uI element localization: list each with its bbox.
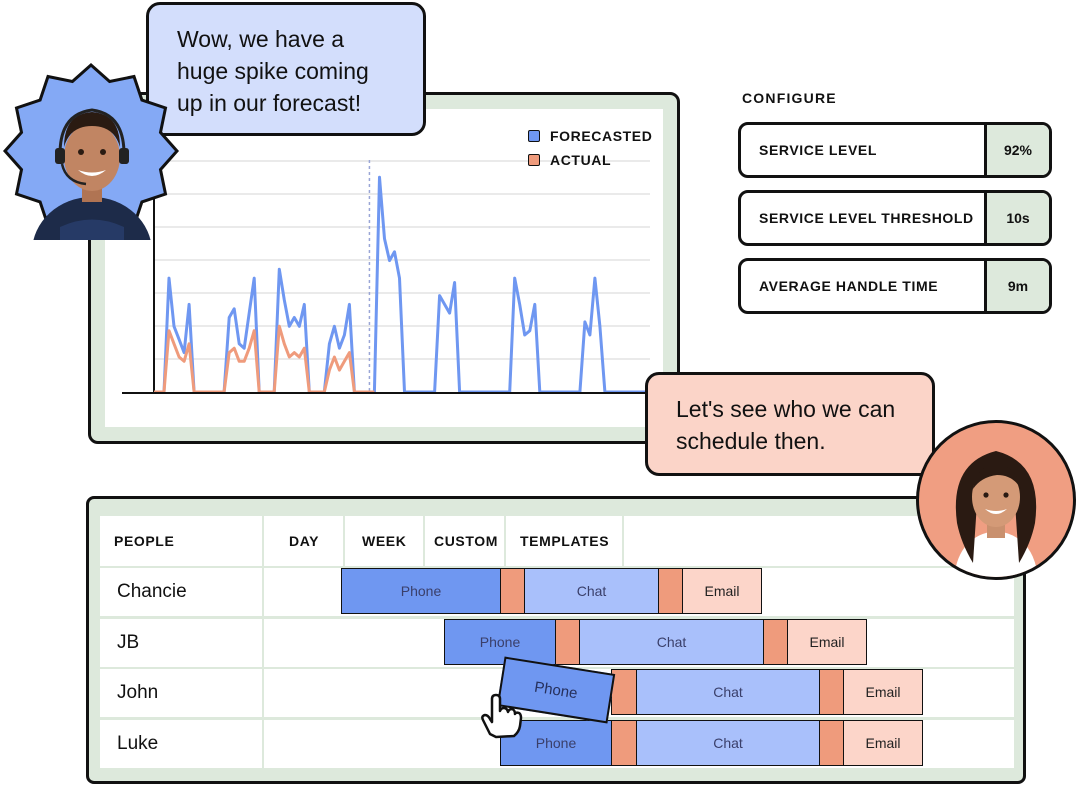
person-name: John [117, 682, 159, 703]
legend-swatch-forecasted [528, 130, 540, 142]
config-label: AVERAGE HANDLE TIME [759, 278, 939, 294]
person-name: JB [117, 632, 140, 653]
shift-block-phone[interactable]: Phone [444, 619, 556, 665]
shift-block-break[interactable] [611, 669, 637, 715]
speech-bubble-text: Wow, we have a huge spike coming up in o… [177, 26, 369, 116]
column-divider [262, 516, 264, 566]
shift-block-break[interactable] [500, 568, 525, 614]
agent-avatar-female [916, 420, 1076, 580]
person-name: Chancie [117, 581, 187, 602]
shift-block-break[interactable] [819, 669, 844, 715]
configure-title: CONFIGURE [742, 90, 837, 106]
speech-bubble-forecast-spike: Wow, we have a huge spike coming up in o… [146, 2, 426, 136]
tab-day[interactable]: DAY [289, 533, 320, 549]
column-divider [343, 516, 345, 566]
column-divider [262, 720, 264, 768]
column-divider [423, 516, 425, 566]
legend-item-forecasted: FORECASTED [528, 124, 652, 148]
forecast-chart-panel [88, 92, 680, 444]
config-average-handle-time[interactable]: AVERAGE HANDLE TIME 9m [738, 258, 1052, 314]
shift-block-email[interactable]: Email [843, 720, 923, 766]
schedule-row-jb: JB Phone Chat Email [100, 619, 1014, 667]
schedule-header: PEOPLE DAY WEEK CUSTOM TEMPLATES [100, 516, 1014, 566]
chart-area [105, 109, 663, 427]
column-divider [504, 516, 506, 566]
config-value[interactable]: 9m [984, 261, 1049, 311]
column-header-people: PEOPLE [114, 533, 175, 549]
shift-block-break[interactable] [611, 720, 637, 766]
legend-item-actual: ACTUAL [528, 148, 652, 172]
config-value[interactable]: 10s [984, 193, 1049, 243]
schedule-row-luke: Luke Phone Chat Email [100, 720, 1014, 768]
shift-block-chat[interactable]: Chat [636, 669, 820, 715]
legend-label-actual: ACTUAL [550, 152, 612, 168]
tab-custom[interactable]: CUSTOM [434, 533, 499, 549]
avatar-illustration [954, 451, 1038, 577]
hand-cursor-icon [481, 693, 523, 739]
schedule-row-chancie: Chancie Phone Chat Email [100, 568, 1014, 616]
shift-block-email[interactable]: Email [682, 568, 762, 614]
tab-templates[interactable]: TEMPLATES [520, 533, 610, 549]
person-name: Luke [117, 733, 159, 754]
shift-block-chat[interactable]: Chat [636, 720, 820, 766]
legend-label-forecasted: FORECASTED [550, 128, 653, 144]
agent-avatar-male [2, 62, 180, 240]
legend-swatch-actual [528, 154, 540, 166]
column-divider [262, 619, 264, 667]
shift-block-break[interactable] [555, 619, 580, 665]
column-divider [262, 568, 264, 616]
speech-bubble-text: Let's see who we can schedule then. [676, 396, 896, 454]
shift-block-chat[interactable]: Chat [579, 619, 764, 665]
config-service-level-threshold[interactable]: SERVICE LEVEL THRESHOLD 10s [738, 190, 1052, 246]
config-label: SERVICE LEVEL THRESHOLD [759, 210, 974, 226]
shift-block-break[interactable] [658, 568, 683, 614]
shift-block-chat[interactable]: Chat [524, 568, 659, 614]
config-value[interactable]: 92% [984, 125, 1049, 175]
config-service-level[interactable]: SERVICE LEVEL 92% [738, 122, 1052, 178]
shift-block-email[interactable]: Email [787, 619, 867, 665]
column-divider [622, 516, 624, 566]
shift-block-break[interactable] [819, 720, 844, 766]
shift-block-email[interactable]: Email [843, 669, 923, 715]
tab-week[interactable]: WEEK [362, 533, 407, 549]
shift-block-phone[interactable]: Phone [341, 568, 501, 614]
speech-bubble-schedule: Let's see who we can schedule then. [645, 372, 935, 476]
chart-legend: FORECASTED ACTUAL [528, 124, 652, 172]
shift-block-break[interactable] [763, 619, 788, 665]
column-divider [262, 669, 264, 717]
config-label: SERVICE LEVEL [759, 142, 878, 158]
forecast-chart [122, 146, 666, 394]
